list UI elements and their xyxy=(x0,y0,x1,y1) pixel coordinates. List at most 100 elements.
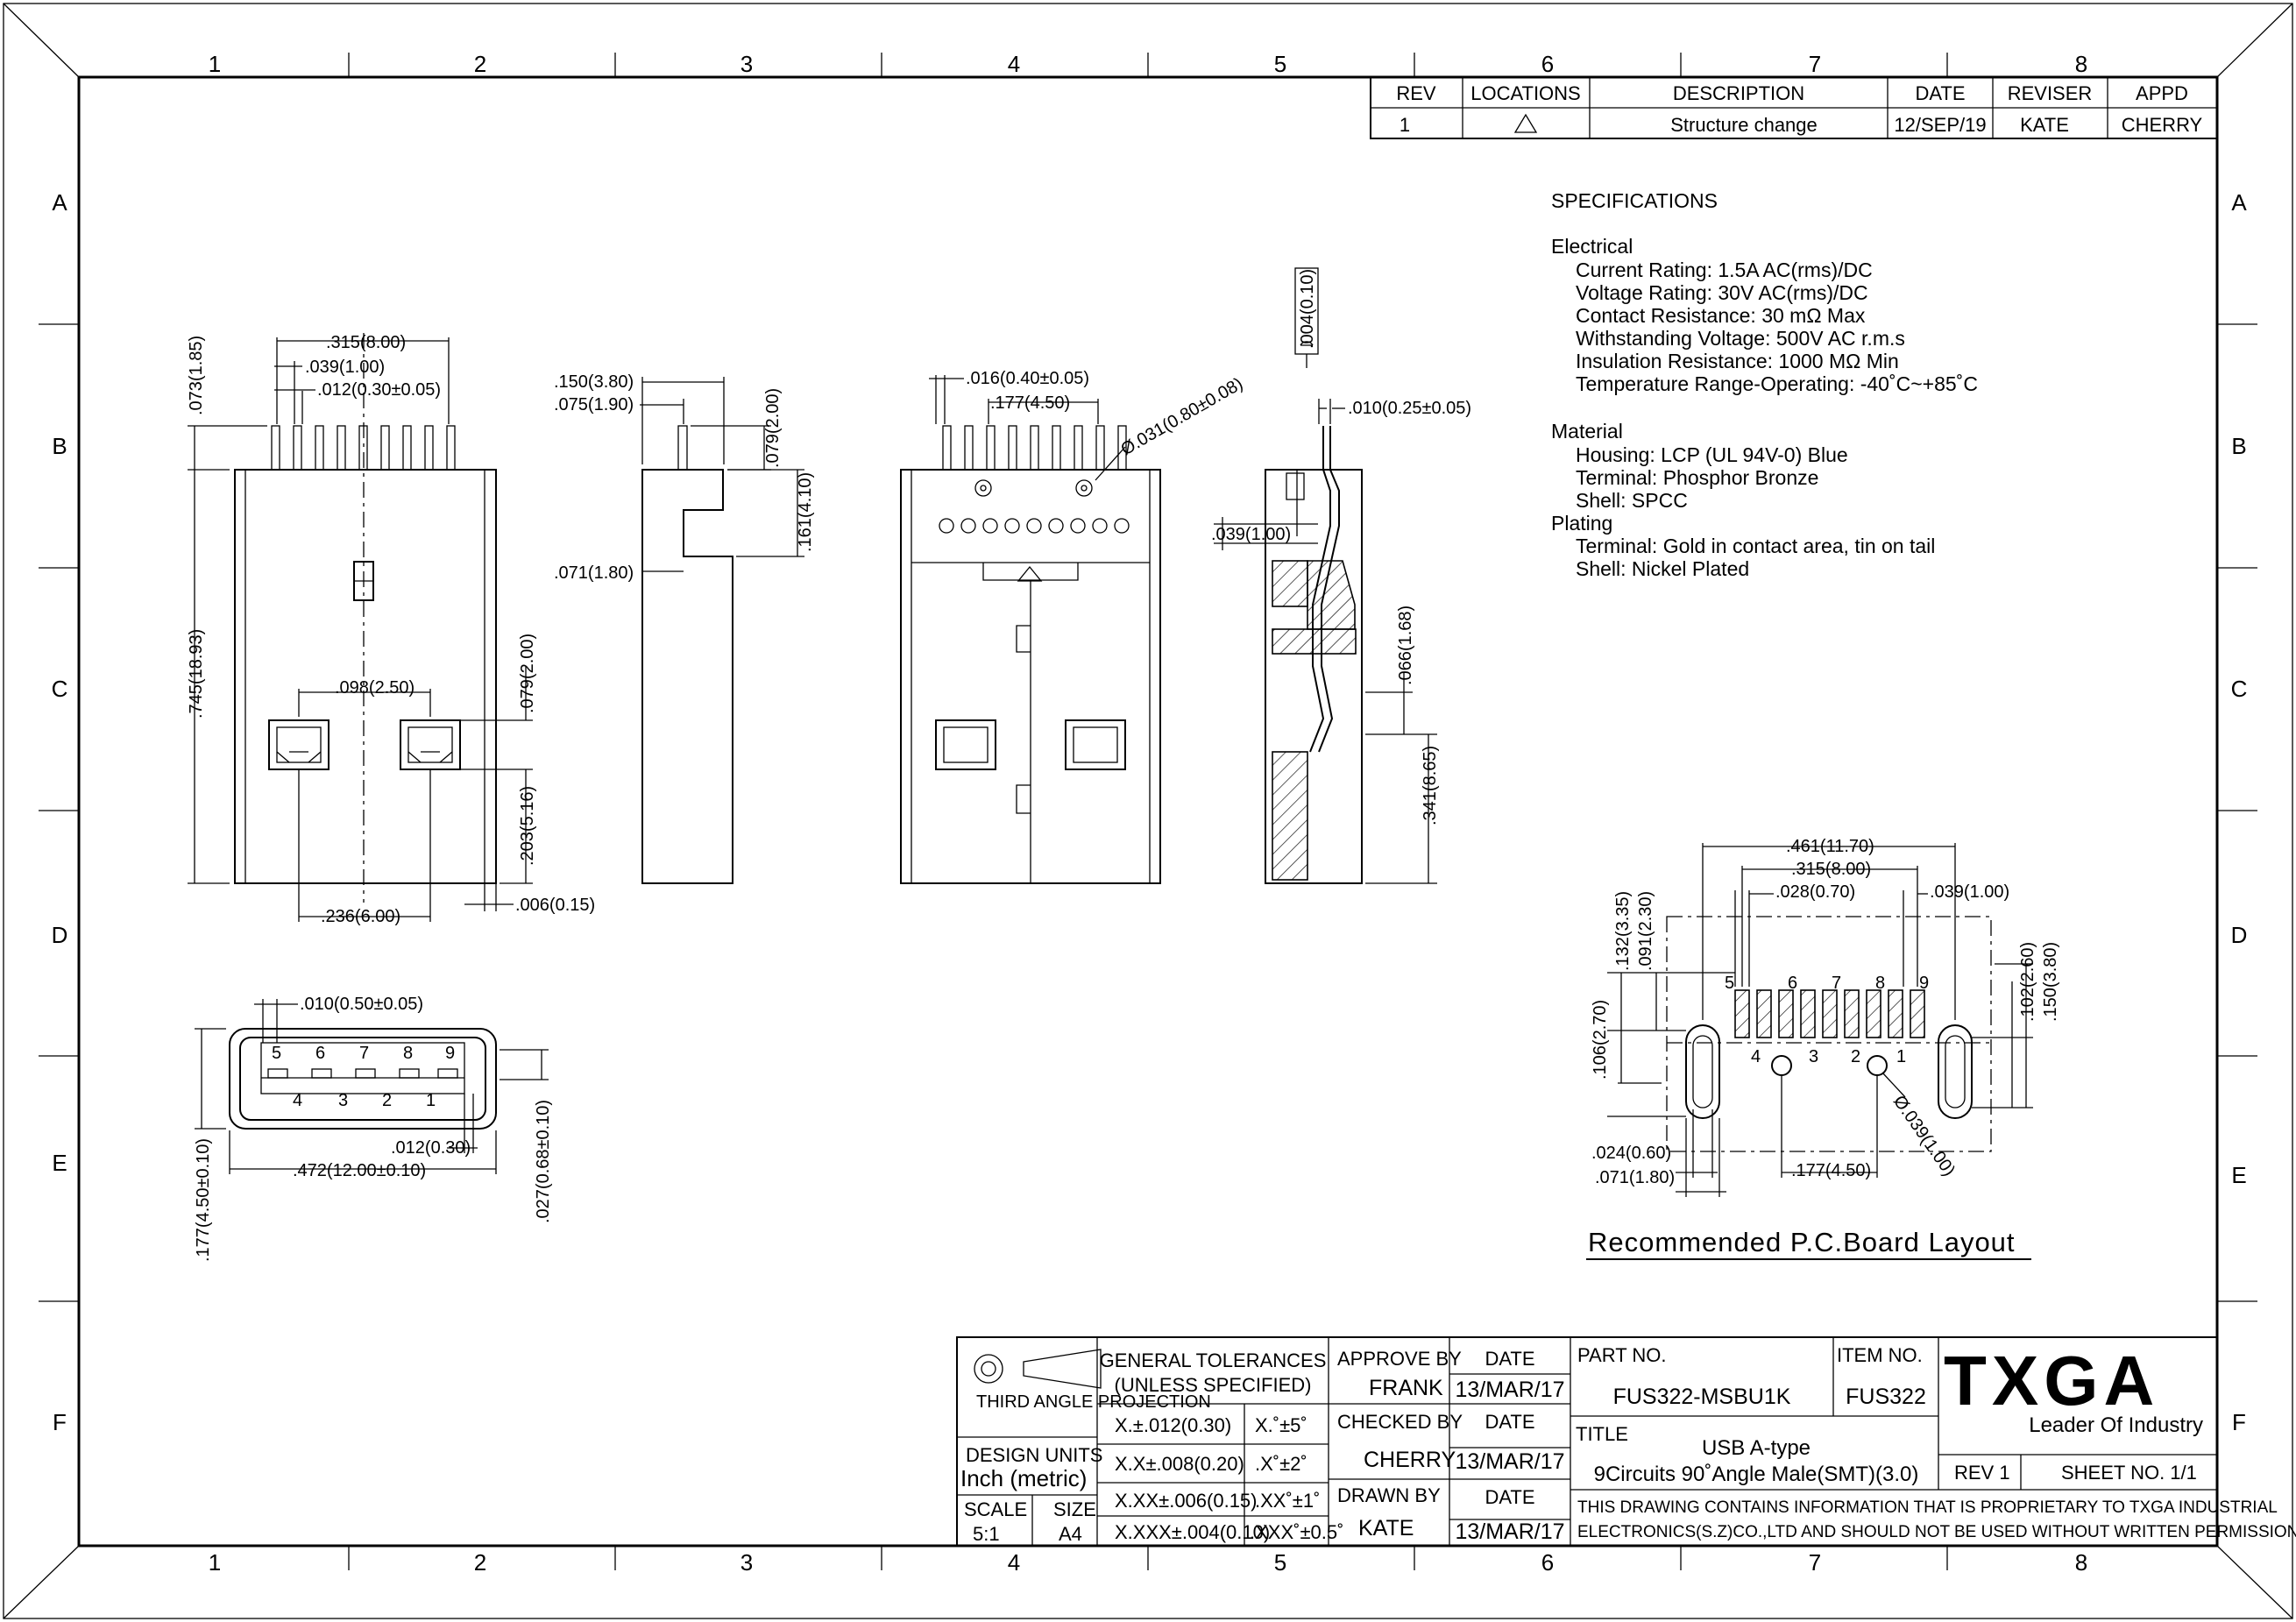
dim-pcb-132: .132(3.35) xyxy=(1613,891,1633,971)
zone-col-6-top: 6 xyxy=(1541,51,1554,77)
dim-front-027: .027(0.68±0.10) xyxy=(534,1100,553,1223)
dim-back-016: .016(0.40±0.05) xyxy=(966,369,1089,388)
zone-row-f-right: F xyxy=(2232,1409,2246,1435)
zone-col-1-top: 1 xyxy=(209,51,221,77)
projection-circle-icon xyxy=(974,1354,1003,1384)
revision-triangle-icon xyxy=(1513,113,1538,133)
spec-material-3: Shell: SPCC xyxy=(1576,489,1688,512)
dim-front-012: .012(0.30) xyxy=(391,1138,471,1158)
zone-col-8-top: 8 xyxy=(2075,51,2087,77)
dim-pcb-315: .315(8.00) xyxy=(1791,860,1871,879)
reviser-header: REVISER xyxy=(2008,82,2093,104)
tol-linear-4: X.XXX±.004(0.10) xyxy=(1115,1521,1270,1543)
dim-top-203: .203(5.16) xyxy=(518,786,537,866)
checked-date-label: DATE xyxy=(1485,1411,1534,1433)
proprietary-notice-2: ELECTRONICS(S.Z)CO.,LTD AND SHOULD NOT B… xyxy=(1577,1523,2296,1541)
zone-col-7-bottom: 7 xyxy=(1809,1549,1821,1576)
rev-header: REV xyxy=(1396,82,1436,104)
title-line-2: 9Circuits 90˚Angle Male(SMT)(3.0) xyxy=(1594,1463,1919,1486)
rev-value: 1 xyxy=(1400,114,1410,136)
dim-section-010: .010(0.25±0.05) xyxy=(1348,399,1471,418)
revision-description: Structure change xyxy=(1670,114,1818,136)
drawn-by-label: DRAWN BY xyxy=(1337,1484,1441,1506)
zone-row-a-right: A xyxy=(2231,189,2247,216)
spec-material-2: Terminal: Phosphor Bronze xyxy=(1576,466,1818,489)
pcb-pin-8: 8 xyxy=(1875,974,1885,993)
dim-pcb-091: .091(2.30) xyxy=(1636,891,1655,971)
dim-back-177: .177(4.50) xyxy=(990,393,1070,413)
pcb-pin-3: 3 xyxy=(1809,1047,1818,1066)
spec-plating-1: Terminal: Gold in contact area, tin on t… xyxy=(1576,535,1935,557)
dim-front-472: .472(12.00±0.10) xyxy=(293,1161,426,1180)
dim-pcb-461: .461(11.70) xyxy=(1786,837,1874,856)
pcb-pin-1: 1 xyxy=(1896,1047,1906,1066)
tol-angle-2: .X˚±2˚ xyxy=(1255,1453,1307,1475)
pcb-pin-2: 2 xyxy=(1851,1047,1860,1066)
pcb-pin-9: 9 xyxy=(1919,974,1929,993)
pcb-pin-4: 4 xyxy=(1751,1047,1761,1066)
zone-col-4-bottom: 4 xyxy=(1008,1549,1020,1576)
title-line-1: USB A-type xyxy=(1702,1436,1811,1460)
dim-section-066: .066(1.68) xyxy=(1396,606,1415,685)
tol-angle-4: .XXX˚±0.5˚ xyxy=(1250,1521,1343,1543)
front-pin-3: 3 xyxy=(338,1091,348,1110)
approve-by-value: FRANK xyxy=(1369,1376,1443,1400)
pcb-pin-6: 6 xyxy=(1788,974,1797,993)
zone-col-2-top: 2 xyxy=(474,51,486,77)
scale-value: 5:1 xyxy=(973,1523,1000,1545)
appd-header: APPD xyxy=(2136,82,2188,104)
specifications: SPECIFICATIONS Electrical Current Rating… xyxy=(1551,189,1978,580)
tol-linear-3: X.XX±.006(0.15) xyxy=(1115,1490,1258,1512)
tol-angle-3: .XX˚±1˚ xyxy=(1255,1490,1320,1512)
front-view-contacts xyxy=(267,1068,458,1079)
dim-pcb-177: .177(4.50) xyxy=(1791,1161,1871,1180)
zone-col-1-bottom: 1 xyxy=(209,1549,221,1576)
company-logo: TXGA xyxy=(1944,1342,2159,1420)
dim-back-031: Ø.031(0.80±0.08) xyxy=(1118,374,1247,459)
dim-top-012: .012(0.30±0.05) xyxy=(317,380,441,400)
title-label: TITLE xyxy=(1576,1423,1628,1445)
back-view-pins xyxy=(942,425,1127,471)
front-pin-4: 4 xyxy=(293,1091,302,1110)
spec-electrical-5: Insulation Resistance: 1000 MΩ Min xyxy=(1576,350,1899,372)
zone-row-e-right: E xyxy=(2231,1162,2246,1188)
drawn-date-value: 13/MAR/17 xyxy=(1455,1519,1564,1544)
zone-row-f-left: F xyxy=(53,1409,67,1435)
front-pin-6: 6 xyxy=(315,1044,325,1063)
design-units-label: DESIGN UNITS xyxy=(966,1444,1102,1466)
revision-date: 12/SEP/19 xyxy=(1894,114,1986,136)
zone-col-4-top: 4 xyxy=(1008,51,1020,77)
side-view: .150(3.80) .075(1.90) .079(2.00) .161(4.… xyxy=(554,372,815,884)
dim-section-341: .341(8.65) xyxy=(1421,746,1440,825)
zone-row-b-left: B xyxy=(52,433,67,459)
pcb-layout: 5 6 7 8 9 4 3 2 1 xyxy=(1586,837,2060,1260)
zone-row-d-left: D xyxy=(52,922,68,948)
electrical-heading: Electrical xyxy=(1551,235,1633,258)
dim-pcb-150: .150(3.80) xyxy=(2041,942,2060,1022)
pcb-pin-5: 5 xyxy=(1725,974,1734,993)
revision-appd: CHERRY xyxy=(2122,114,2203,136)
spec-electrical-1: Current Rating: 1.5A AC(rms)/DC xyxy=(1576,259,1873,281)
revision-reviser: KATE xyxy=(2020,114,2069,136)
checked-by-label: CHECKED BY xyxy=(1337,1411,1463,1433)
dim-top-236: .236(6.00) xyxy=(321,907,400,926)
zone-col-5-top: 5 xyxy=(1274,51,1286,77)
size-value: A4 xyxy=(1059,1523,1082,1545)
dim-top-073: .073(1.85) xyxy=(187,336,206,415)
top-view-windows xyxy=(268,719,461,770)
dim-pcb-024: .024(0.60) xyxy=(1591,1144,1671,1163)
zone-col-6-bottom: 6 xyxy=(1541,1549,1554,1576)
part-no-value: FUS322-MSBU1K xyxy=(1613,1385,1791,1409)
sheet-number: SHEET NO. 1/1 xyxy=(2061,1462,2197,1484)
dim-pcb-028: .028(0.70) xyxy=(1775,882,1855,902)
front-pin-5: 5 xyxy=(272,1044,281,1063)
dim-pcb-071: .071(1.80) xyxy=(1595,1168,1675,1187)
back-view-holes xyxy=(939,518,1130,534)
zone-row-e-left: E xyxy=(52,1150,67,1176)
date-header: DATE xyxy=(1915,82,1965,104)
approve-by-label: APPROVE BY xyxy=(1337,1348,1462,1370)
zone-row-a-left: A xyxy=(52,189,67,216)
spec-plating-2: Shell: Nickel Plated xyxy=(1576,557,1749,580)
dim-top-039: .039(1.00) xyxy=(305,358,385,377)
material-heading: Material xyxy=(1551,420,1623,443)
